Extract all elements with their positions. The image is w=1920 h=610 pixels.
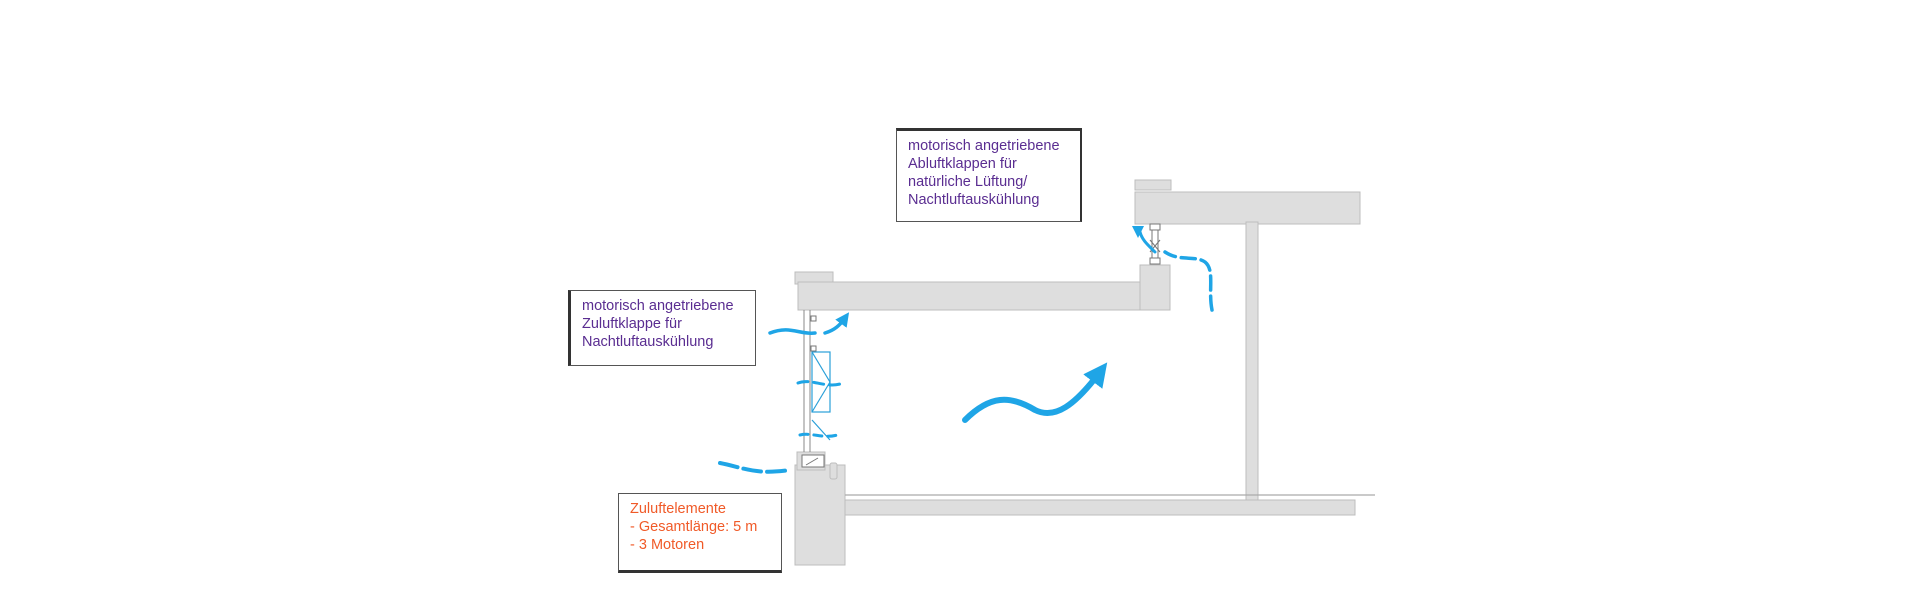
airflow-arrow-icon [796, 380, 842, 387]
building-structure [794, 179, 1361, 566]
airflow-arrow-icon [823, 312, 850, 335]
label-line: Abluftklappen für [908, 156, 1017, 172]
airflow-arrow-icon [962, 362, 1108, 423]
label-line: Nachtluftauskühlung [908, 192, 1040, 208]
upper-roof-upstand [1134, 179, 1172, 191]
label-exhaust-flaps: motorisch angetriebene Abluftklappen für… [896, 128, 1082, 222]
airflow-arrow-icon [718, 461, 792, 474]
actuator [829, 462, 838, 480]
airflow [718, 225, 1214, 474]
label-line: natürliche Lüftung/ [908, 174, 1028, 190]
airflow-arrow-icon [1163, 250, 1214, 312]
flap-hinge-icon [801, 315, 825, 468]
label-line: Zuluftelemente [630, 501, 726, 517]
label-line: Zuluftklappe für [582, 316, 682, 332]
label-supply-flap: motorisch angetriebene Zuluftklappe für … [568, 290, 756, 366]
label-supply-elements: Zuluftelemente - Gesamtlänge: 5 m - 3 Mo… [618, 493, 782, 573]
floor-slab [794, 499, 1356, 516]
label-line: Nachtluftauskühlung [582, 334, 714, 350]
label-line: motorisch angetriebene [582, 298, 734, 314]
airflow-arrow-icon [768, 328, 817, 335]
airflow-arrow-icon [1132, 225, 1157, 254]
exhaust-flap [1149, 223, 1161, 265]
floor-plinth [794, 464, 846, 566]
upper-roof-slab [1134, 191, 1361, 225]
label-line: - Gesamtlänge: 5 m [630, 519, 758, 535]
label-line: motorisch angetriebene [908, 138, 1060, 154]
label-line: - 3 Motoren [630, 537, 705, 553]
airflow-arrow-icon [798, 432, 842, 438]
lower-roof-parapet [1139, 264, 1171, 311]
lower-roof-slab [797, 281, 1169, 311]
column [1245, 221, 1259, 503]
window-frame-icon [811, 351, 831, 441]
